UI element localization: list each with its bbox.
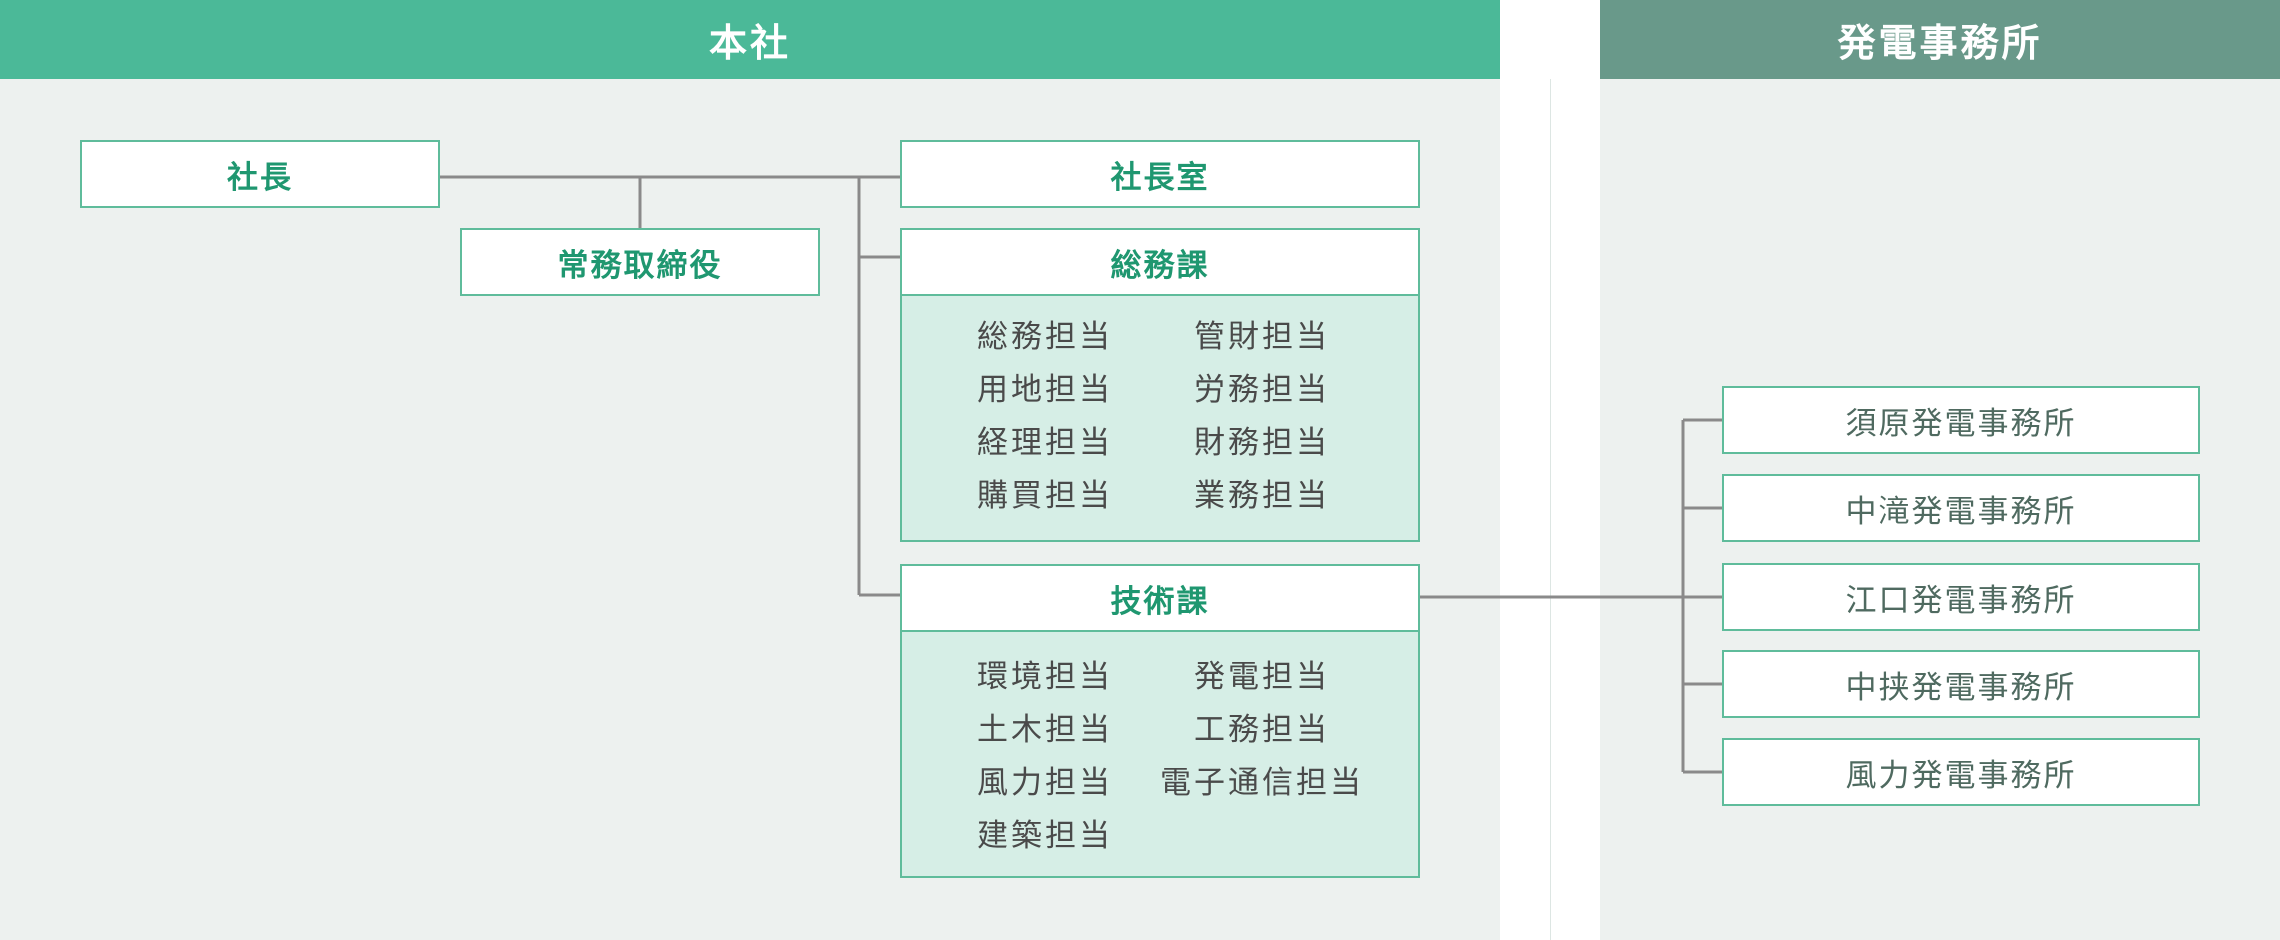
duty-item: 土木担当 — [977, 712, 1113, 748]
duty-item: 業務担当 — [1194, 478, 1330, 514]
duty-item: 電子通信担当 — [1160, 765, 1364, 801]
president-office-box[interactable]: 社長室 — [900, 140, 1420, 208]
power-office-header: 発電事務所 — [1600, 0, 2280, 79]
duty-item: 建築担当 — [977, 818, 1113, 854]
duty-item: 発電担当 — [1194, 659, 1330, 695]
general-affairs-box[interactable]: 総務課 — [900, 228, 1420, 296]
duty-item: 経理担当 — [977, 425, 1113, 461]
duty-item: 労務担当 — [1194, 372, 1330, 408]
duty-item: 用地担当 — [977, 372, 1113, 408]
panel-divider — [1550, 79, 1551, 940]
duty-item: 財務担当 — [1194, 425, 1330, 461]
power-office-box[interactable]: 須原発電事務所 — [1722, 386, 2200, 454]
duty-item: 風力担当 — [977, 765, 1113, 801]
duty-item: 環境担当 — [977, 659, 1113, 695]
power-office-box[interactable]: 江口発電事務所 — [1722, 563, 2200, 631]
power-office-box[interactable]: 中滝発電事務所 — [1722, 474, 2200, 542]
power-office-box[interactable]: 風力発電事務所 — [1722, 738, 2200, 806]
president-box[interactable]: 社長 — [80, 140, 440, 208]
engineering-box[interactable]: 技術課 — [900, 564, 1420, 632]
duty-item: 工務担当 — [1194, 712, 1330, 748]
head-office-header: 本社 — [0, 0, 1500, 79]
duty-item: 管財担当 — [1194, 319, 1330, 355]
managing-director-box[interactable]: 常務取締役 — [460, 228, 820, 296]
duty-item: 購買担当 — [977, 478, 1113, 514]
duty-item: 総務担当 — [977, 319, 1113, 355]
engineering-duties: 環境担当 発電担当 土木担当 工務担当 風力担当 電子通信担当 建築担当 — [900, 632, 1420, 878]
power-office-box[interactable]: 中挟発電事務所 — [1722, 650, 2200, 718]
general-affairs-duties: 総務担当 管財担当 用地担当 労務担当 経理担当 財務担当 購買担当 業務担当 — [900, 296, 1420, 542]
